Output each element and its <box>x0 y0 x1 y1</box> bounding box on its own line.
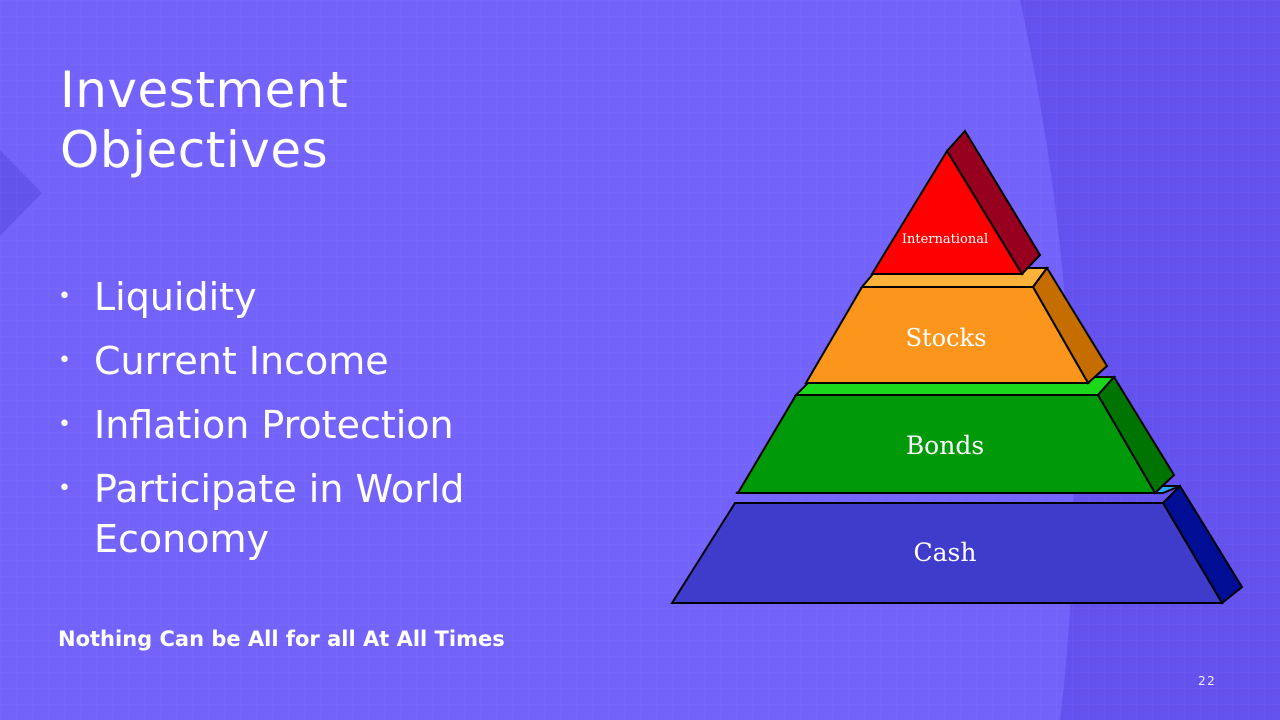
list-item-text: Inflation Protection <box>94 403 454 447</box>
tier-front-stocks <box>804 286 1090 384</box>
page-title: Investment Objectives <box>60 61 349 179</box>
list-item-text: Current Income <box>94 339 389 383</box>
list-item: • Inflation Protection <box>56 400 576 450</box>
list-item: • Participate in World Economy <box>56 464 576 564</box>
objectives-list: • Liquidity • Current Income • Inflation… <box>56 272 576 564</box>
list-item: • Liquidity <box>56 272 576 322</box>
tier-front-cash <box>670 502 1224 604</box>
pyramid-tier-bonds: Bonds <box>736 375 1176 495</box>
pyramid-tier-stocks: Stocks <box>804 266 1109 385</box>
tier-front-international <box>870 149 1024 275</box>
pyramid-tier-international: International <box>870 129 1042 276</box>
tier-label-stocks: Stocks <box>906 324 987 352</box>
pyramid-tier-cash: Cash <box>670 484 1244 605</box>
bullet-dot-icon: • <box>58 412 71 437</box>
list-item-text: Liquidity <box>94 275 257 319</box>
bullet-dot-icon: • <box>58 284 71 309</box>
tagline: Nothing Can be All for all At All Times <box>58 627 505 651</box>
tier-front-bonds <box>736 394 1157 494</box>
bullet-dot-icon: • <box>58 476 71 501</box>
list-item-text: Participate in World Economy <box>94 467 465 561</box>
tier-label-cash: Cash <box>914 538 977 567</box>
investment-pyramid: Cash Bonds Stocks International <box>670 129 1244 605</box>
bullet-dot-icon: • <box>58 348 71 373</box>
list-item: • Current Income <box>56 336 576 386</box>
page-number: 22 <box>1198 674 1217 688</box>
tier-label-bonds: Bonds <box>906 431 984 460</box>
tier-label-international: International <box>902 232 988 247</box>
